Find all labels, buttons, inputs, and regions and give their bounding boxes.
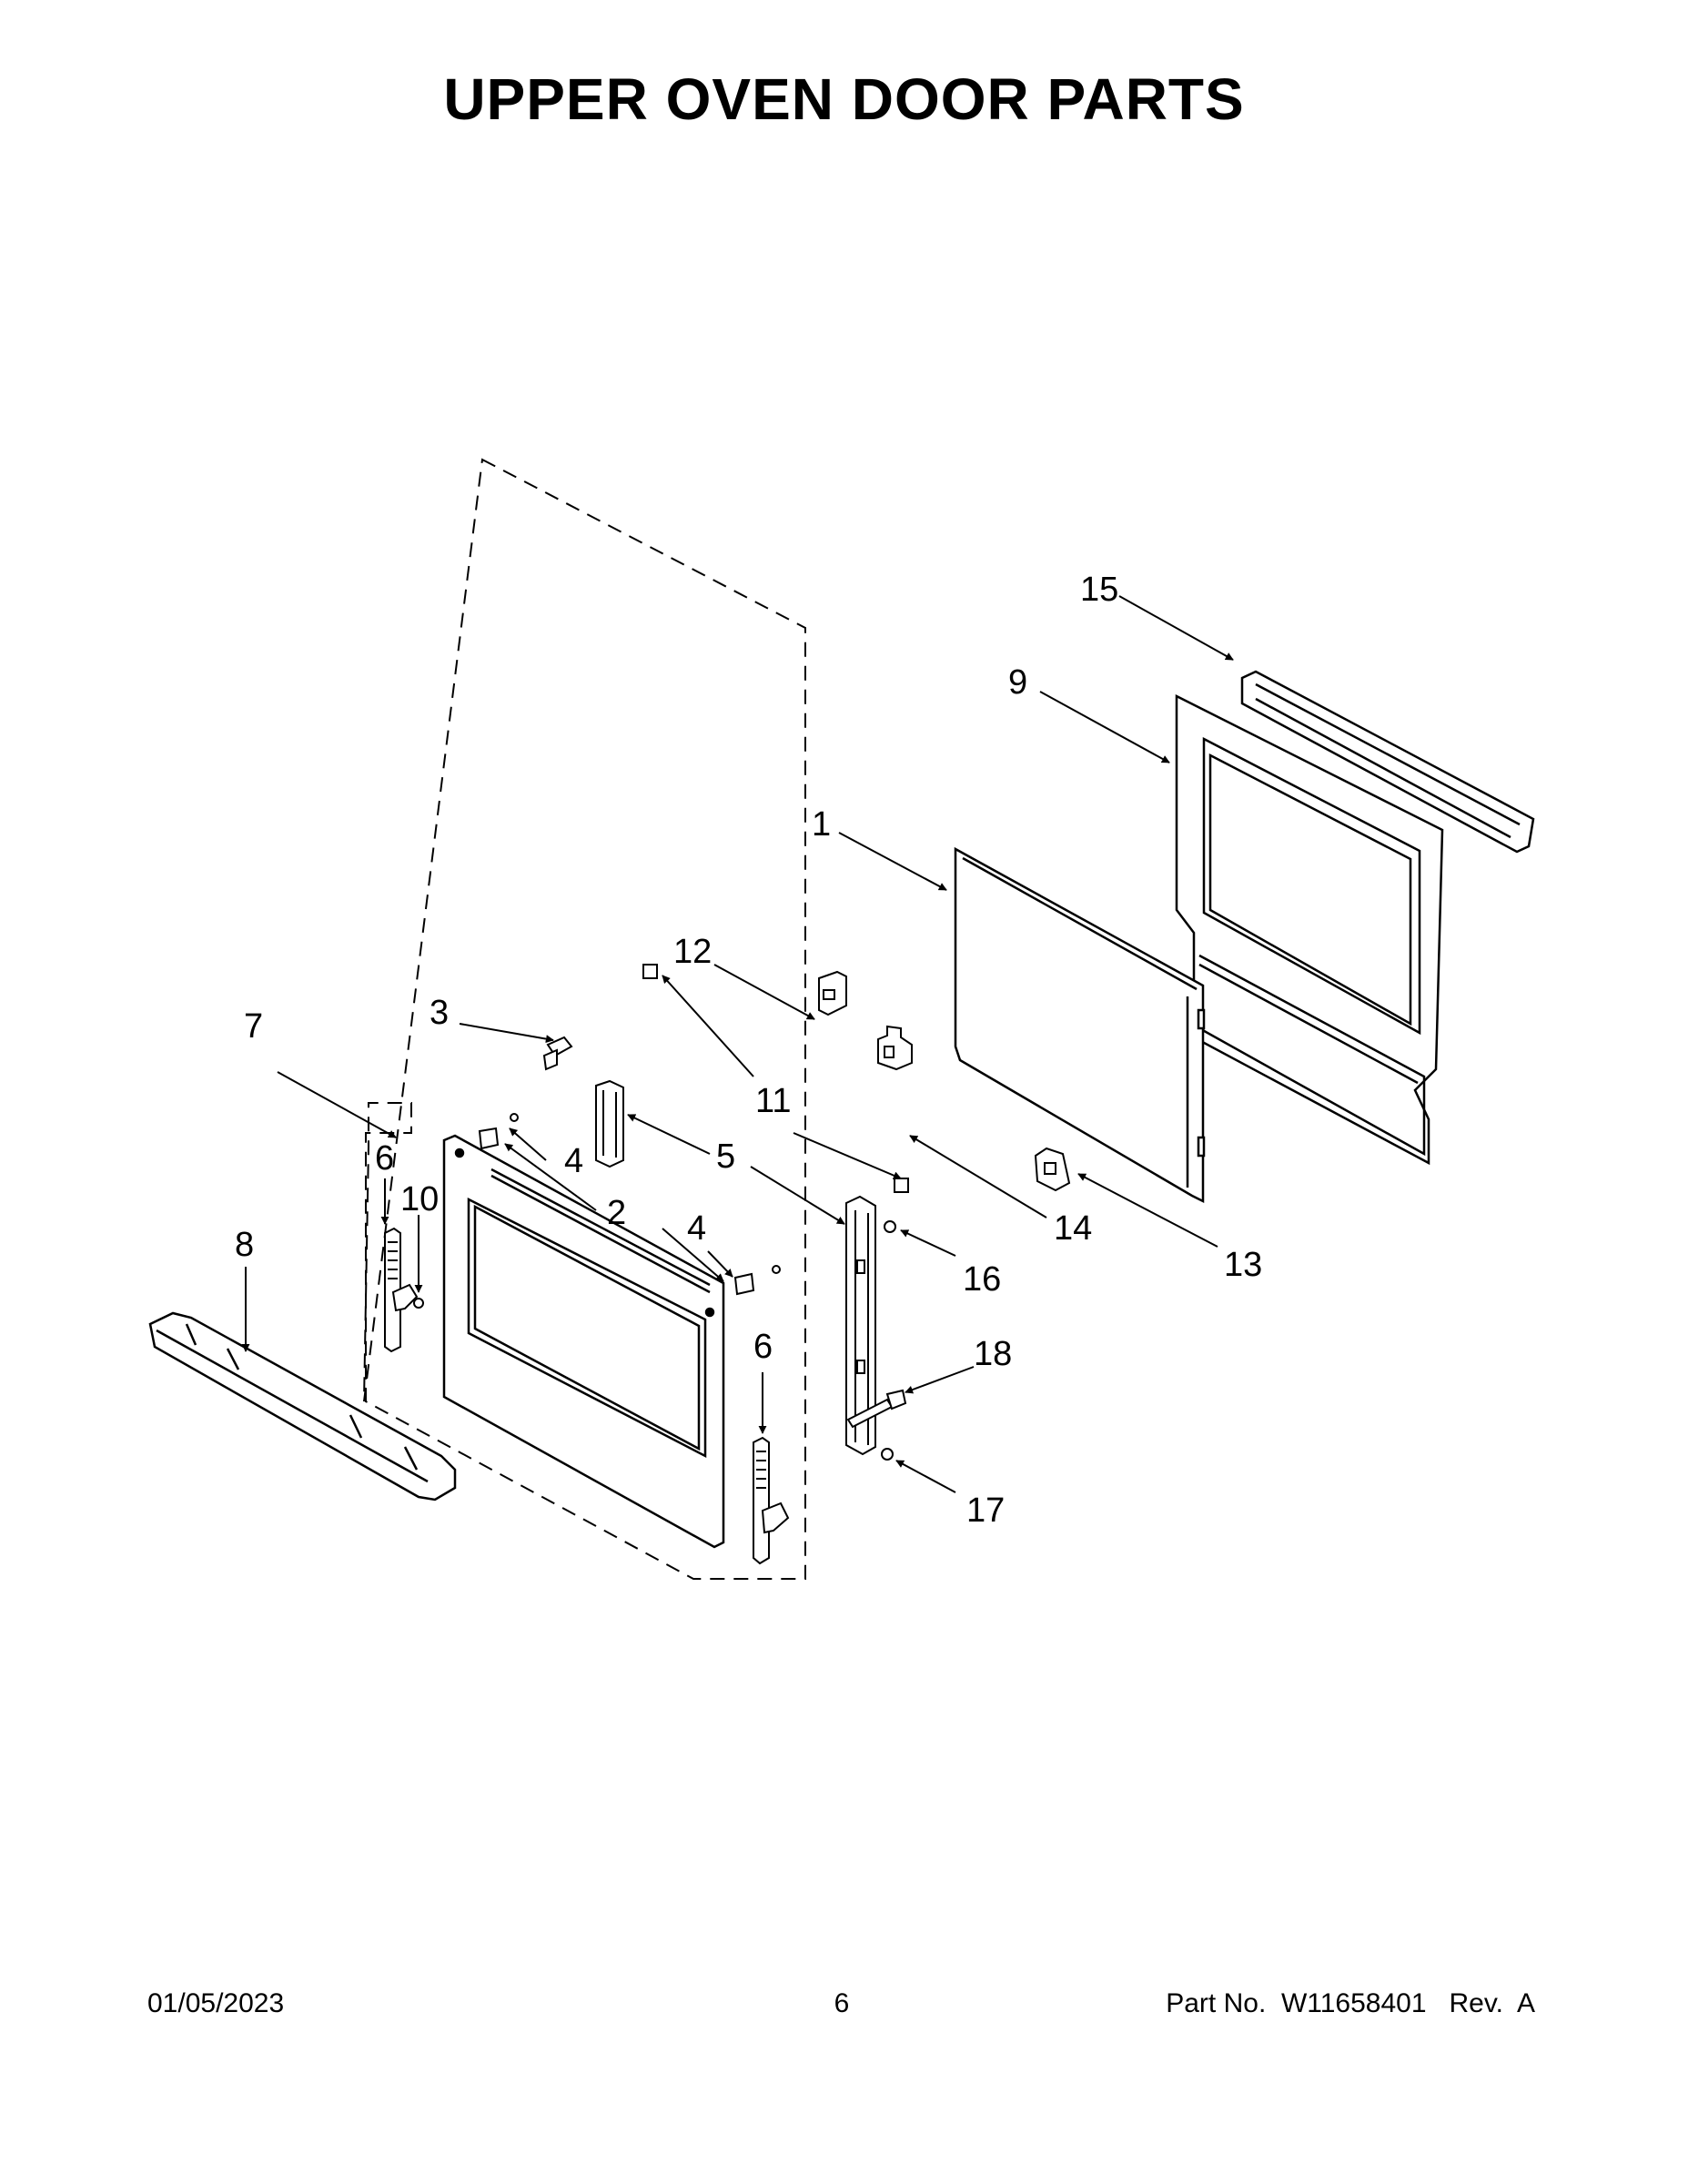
footer-date: 01/05/2023: [147, 1988, 285, 2018]
footer-page-number: 6: [834, 1988, 850, 2018]
callout-4-left: 4: [564, 1142, 583, 1180]
page-title: UPPER OVEN DOOR PARTS: [443, 66, 1245, 132]
bracket-12-part: [818, 970, 847, 1016]
inner-door-panel-part: [1175, 693, 1444, 1166]
screw-3-part: [542, 1036, 573, 1071]
callout-16: 16: [963, 1260, 1001, 1299]
channel-5-right-part: [845, 1195, 876, 1456]
callout-numbers: 15 9 1 12 3 7 11 4 5 6 10 2 4 14 13 8 16…: [235, 571, 1262, 1530]
callout-3: 3: [430, 994, 449, 1032]
tab-4-left-part: [478, 1113, 519, 1150]
callout-13: 13: [1224, 1246, 1262, 1284]
callout-8: 8: [235, 1226, 254, 1264]
top-trim-part: [1240, 670, 1535, 854]
callout-17: 17: [966, 1491, 1005, 1530]
door-handle-part: [148, 1311, 457, 1502]
callout-5: 5: [716, 1138, 735, 1176]
callout-14: 14: [1054, 1209, 1092, 1248]
screw-10-part: [413, 1298, 424, 1309]
callout-4-right: 4: [687, 1209, 706, 1248]
callout-12: 12: [673, 933, 712, 971]
bracket-13-part: [1034, 1147, 1071, 1192]
callout-7: 7: [244, 1007, 263, 1046]
callout-10: 10: [400, 1180, 439, 1218]
callout-11: 11: [755, 1082, 791, 1120]
channel-5-left-part: [595, 1079, 624, 1168]
callout-6-left: 6: [375, 1139, 394, 1178]
pin-18-part: [846, 1389, 907, 1429]
screw-17-part: [881, 1448, 894, 1461]
outer-door-panel-part: [442, 1134, 725, 1549]
callout-6-right: 6: [753, 1328, 773, 1366]
leader-lines: [241, 595, 1234, 1493]
hinge-6-left-part: [384, 1227, 419, 1353]
pad-11-lower: [894, 1178, 909, 1193]
door-glass-part: [954, 846, 1206, 1204]
callout-18: 18: [974, 1335, 1012, 1373]
tab-4-right-part: [733, 1265, 781, 1296]
callout-2: 2: [607, 1194, 626, 1232]
callout-9: 9: [1008, 663, 1027, 702]
screw-16-part: [884, 1220, 896, 1233]
pad-11-upper: [642, 964, 658, 979]
latch-14-part: [877, 1025, 913, 1071]
callout-1: 1: [812, 805, 831, 844]
hinge-6-right-part: [753, 1436, 790, 1565]
footer-part-number: Part No. W11658401 Rev. A: [1166, 1988, 1535, 2018]
callout-15: 15: [1080, 571, 1118, 609]
